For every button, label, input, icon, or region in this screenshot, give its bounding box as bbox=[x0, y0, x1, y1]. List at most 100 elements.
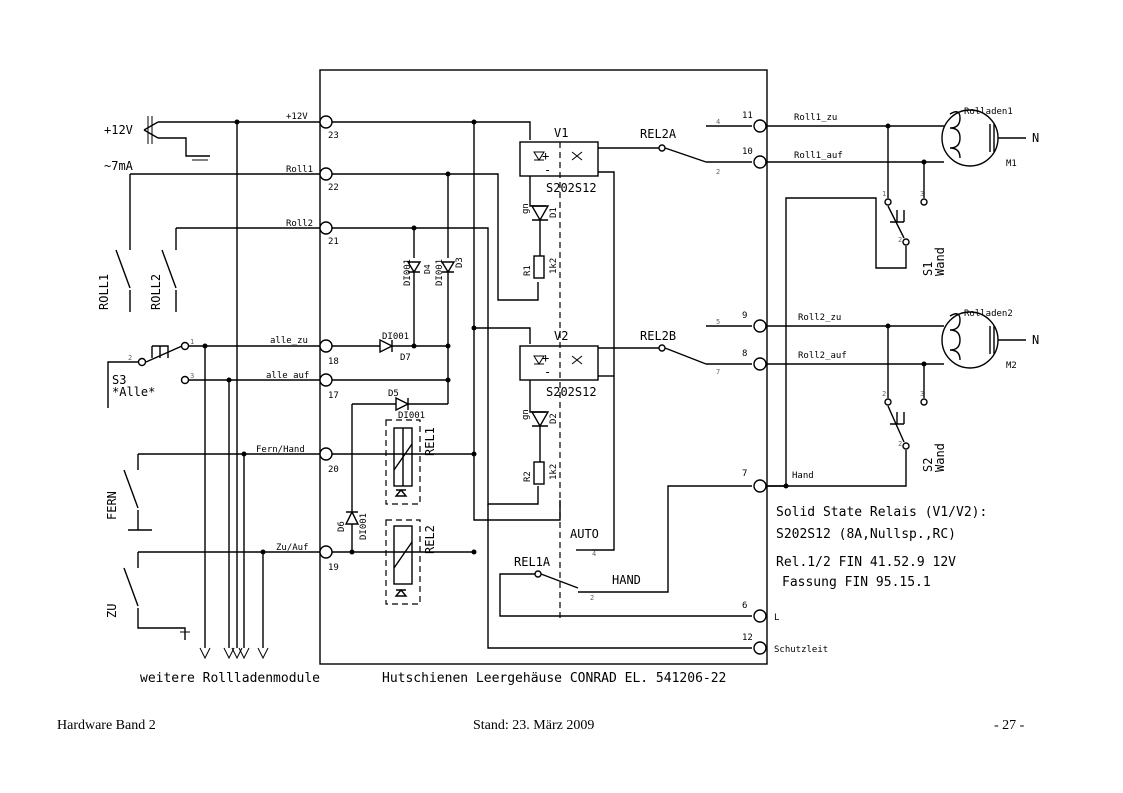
ssr-v1: V1 S202S12 + - bbox=[519, 126, 660, 620]
svg-text:2: 2 bbox=[898, 236, 902, 244]
m1-label: M1 bbox=[1006, 159, 1017, 169]
info-line-1: Solid State Relais (V1/V2): bbox=[776, 505, 987, 520]
svg-text:2: 2 bbox=[590, 594, 594, 602]
d5-type: DI001 bbox=[398, 411, 425, 421]
terminal-18-num: 18 bbox=[328, 357, 339, 367]
r2-label: R2 bbox=[523, 471, 533, 482]
n1-label: N bbox=[1032, 131, 1039, 145]
terminal-9[interactable]: 9 Roll2_zu bbox=[742, 311, 841, 333]
d7-type: DI001 bbox=[382, 332, 409, 342]
terminal-7-name: Hand bbox=[792, 471, 814, 481]
r1-value: 1k2 bbox=[549, 258, 559, 274]
supply-label: +12V bbox=[104, 123, 133, 137]
s2-label: S2 bbox=[921, 458, 935, 472]
s3-label: S3 bbox=[112, 373, 126, 387]
terminal-19[interactable]: Zu/Auf 19 bbox=[276, 543, 339, 573]
auto-label: AUTO bbox=[570, 527, 599, 541]
diode-d7: DI001 D7 bbox=[379, 332, 448, 363]
rel1-label: REL1 bbox=[423, 427, 437, 456]
diode-d3: D3 DI001 bbox=[435, 257, 465, 404]
svg-text:-: - bbox=[544, 163, 551, 177]
terminal-6[interactable]: 6 L bbox=[742, 601, 779, 623]
zu-label: ZU bbox=[105, 604, 119, 618]
current-label: ~7mA bbox=[104, 159, 134, 173]
terminal-20-name: Fern/Hand bbox=[256, 445, 305, 455]
svg-text:1: 1 bbox=[190, 338, 194, 346]
footer-page-number: - 27 - bbox=[994, 718, 1025, 733]
svg-text:5: 5 bbox=[716, 318, 720, 326]
n2-label: N bbox=[1032, 333, 1039, 347]
roll2-switch: ROLL2 bbox=[149, 227, 320, 312]
terminal-8-num: 8 bbox=[742, 349, 747, 359]
terminal-22-num: 22 bbox=[328, 183, 339, 193]
s1-wand-switch: 1 3 2 S1 Wand bbox=[766, 126, 947, 487]
diode-d6: D6 DI001 bbox=[337, 510, 369, 552]
ssr1-label: S202S12 bbox=[546, 181, 597, 195]
terminal-12[interactable]: 12 Schutzleit bbox=[742, 633, 828, 655]
led-d1: D1 gn R1 1k2 bbox=[521, 176, 559, 279]
terminal-10[interactable]: 10 Roll1_auf bbox=[742, 147, 843, 169]
terminal-23-num: 23 bbox=[328, 131, 339, 141]
d3-type: DI001 bbox=[435, 259, 445, 286]
m2-label: M2 bbox=[1006, 361, 1017, 371]
terminal-17-num: 17 bbox=[328, 391, 339, 401]
d6-type: DI001 bbox=[359, 513, 369, 540]
s2-wand-switch: 2 3 2 S2 Wand bbox=[766, 326, 947, 487]
rel2b-contact: REL2B 5 7 bbox=[640, 318, 752, 376]
roll1-switch: ROLL1 bbox=[97, 173, 320, 312]
gn1-label: gn bbox=[521, 203, 531, 214]
terminal-23[interactable]: +12V 23 bbox=[286, 112, 339, 141]
d6-label: D6 bbox=[337, 521, 347, 532]
terminal-21-num: 21 bbox=[328, 237, 339, 247]
terminal-18[interactable]: alle_zu 18 bbox=[270, 336, 339, 367]
r2-value: 1k2 bbox=[549, 464, 559, 480]
s1-wand-label: Wand bbox=[933, 247, 947, 276]
terminal-18-name: alle_zu bbox=[270, 336, 308, 346]
terminal-11[interactable]: 11 Roll1_zu bbox=[742, 111, 837, 133]
svg-text:+: + bbox=[542, 351, 549, 365]
d5-label: D5 bbox=[388, 389, 399, 399]
led-d2: D2 gn R2 1k2 bbox=[521, 380, 559, 485]
fern-label: FERN bbox=[105, 491, 119, 520]
roll1-label: ROLL1 bbox=[97, 274, 111, 310]
zu-switch: ZU bbox=[105, 551, 320, 640]
roll2-label: ROLL2 bbox=[149, 274, 163, 310]
svg-text:2: 2 bbox=[882, 390, 886, 398]
housing-outline bbox=[319, 69, 768, 665]
d4-label: D4 bbox=[423, 264, 432, 274]
rel1a-label: REL1A bbox=[514, 555, 551, 569]
svg-text:3: 3 bbox=[190, 372, 194, 380]
rel2a-label: REL2A bbox=[640, 127, 677, 141]
s1-label: S1 bbox=[921, 262, 935, 276]
rolladen2-label: Rolladen2 bbox=[964, 309, 1013, 319]
terminal-22[interactable]: Roll1 22 bbox=[286, 165, 339, 193]
terminal-9-name: Roll2_zu bbox=[798, 313, 841, 323]
d3-label: D3 bbox=[455, 257, 465, 268]
terminal-21-name: Roll2 bbox=[286, 219, 313, 229]
terminal-11-num: 11 bbox=[742, 111, 753, 121]
diode-d4: D4 DI001 bbox=[403, 259, 432, 346]
rel2a-contact: REL2A 4 2 bbox=[640, 118, 752, 176]
svg-text:2: 2 bbox=[716, 168, 720, 176]
terminal-9-num: 9 bbox=[742, 311, 747, 321]
footer-left: Hardware Band 2 bbox=[57, 718, 156, 733]
terminal-12-num: 12 bbox=[742, 633, 753, 643]
info-line-2: S202S12 (8A,Nullsp.,RC) bbox=[776, 527, 956, 542]
terminal-17[interactable]: alle_auf 17 bbox=[266, 371, 339, 401]
terminal-8[interactable]: 8 Roll2_auf bbox=[742, 349, 847, 371]
terminal-6-num: 6 bbox=[742, 601, 747, 611]
footer-center: Stand: 23. März 2009 bbox=[473, 718, 595, 733]
svg-text:7: 7 bbox=[716, 368, 720, 376]
svg-text:2: 2 bbox=[128, 354, 132, 362]
fern-switch: FERN bbox=[105, 453, 320, 531]
terminal-21[interactable]: Roll2 21 bbox=[286, 219, 339, 247]
terminal-10-name: Roll1_auf bbox=[794, 151, 843, 161]
terminal-20[interactable]: Fern/Hand 20 bbox=[256, 445, 339, 475]
info-line-4: Fassung FIN 95.15.1 bbox=[782, 575, 931, 590]
terminal-12-name: Schutzleit bbox=[774, 645, 828, 655]
terminal-7[interactable]: 7 Hand bbox=[742, 469, 814, 493]
rel1-coil: REL1 bbox=[385, 419, 437, 505]
s2-wand-label: Wand bbox=[933, 443, 947, 472]
motor-m1: Rolladen1 N M1 bbox=[941, 107, 1039, 169]
